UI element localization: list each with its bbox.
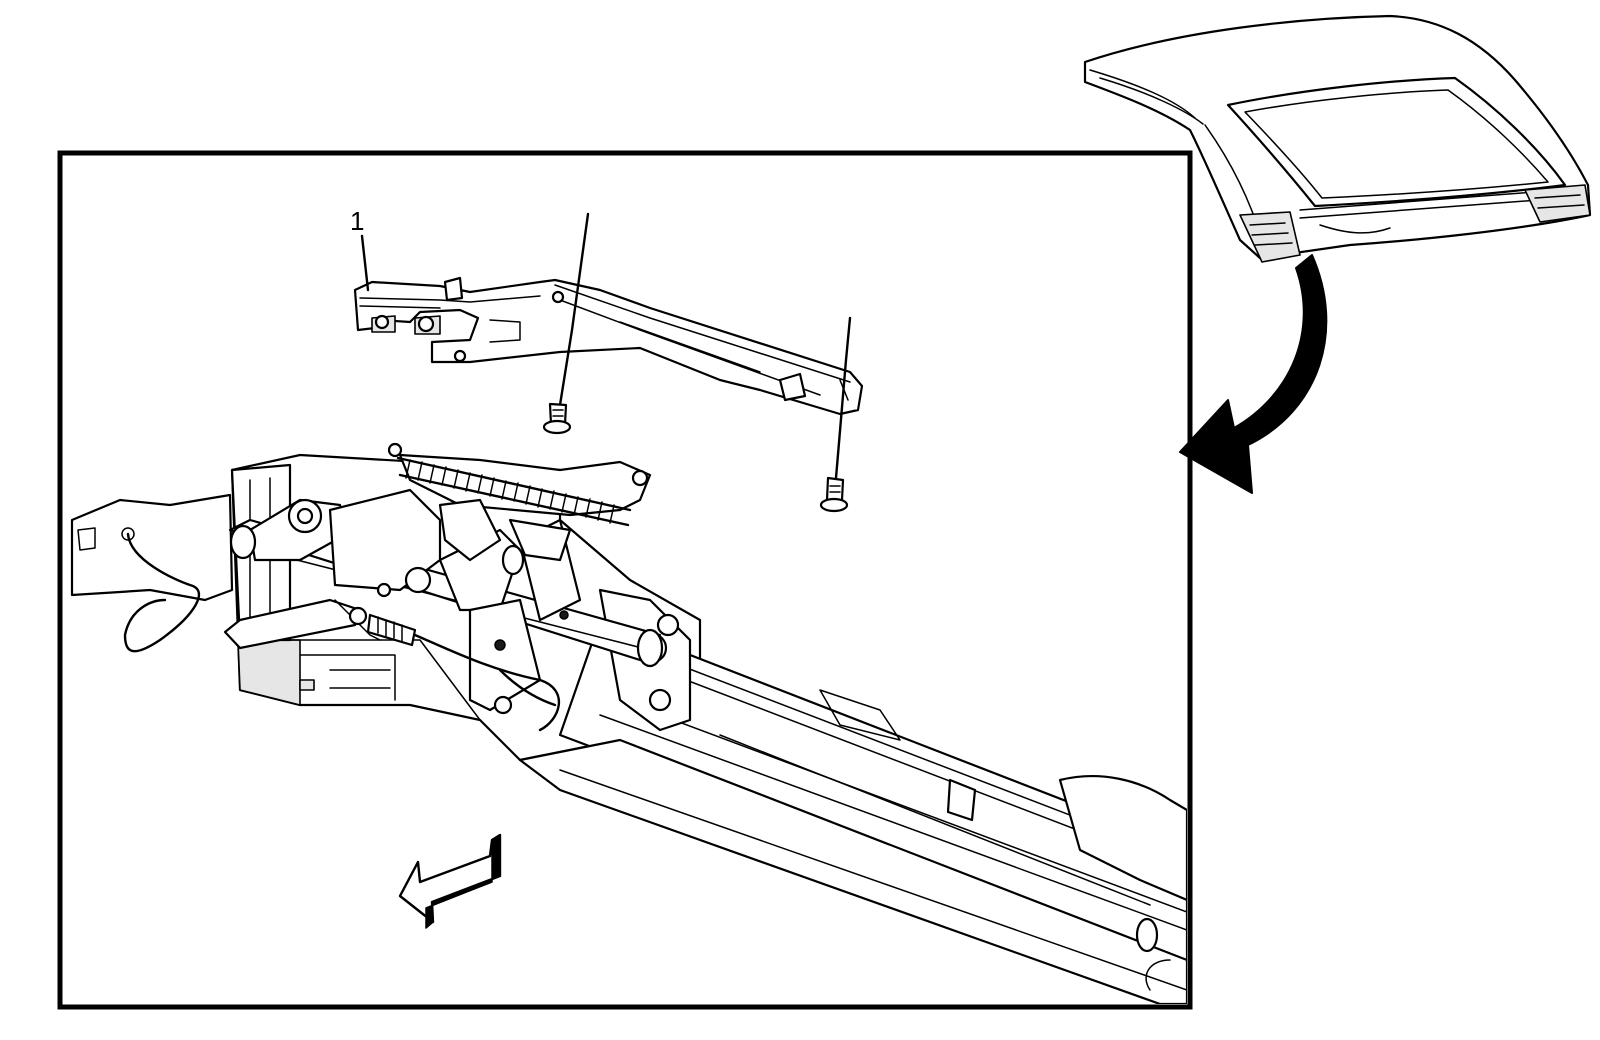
vehicle-roof-locator xyxy=(1083,14,1592,263)
bolt-right xyxy=(819,476,849,513)
bolt-left xyxy=(542,402,572,435)
detail-view-frame xyxy=(57,150,1193,1010)
fastener-bolts xyxy=(542,212,852,513)
forward-direction-arrow-icon xyxy=(398,833,502,929)
seat-track-assembly xyxy=(70,442,1187,1004)
seat-adjuster-bracket xyxy=(353,276,864,416)
callout-label-1: 1 xyxy=(350,206,364,236)
curved-arrow-icon xyxy=(1179,254,1328,494)
callout-leader-1 xyxy=(360,234,370,292)
